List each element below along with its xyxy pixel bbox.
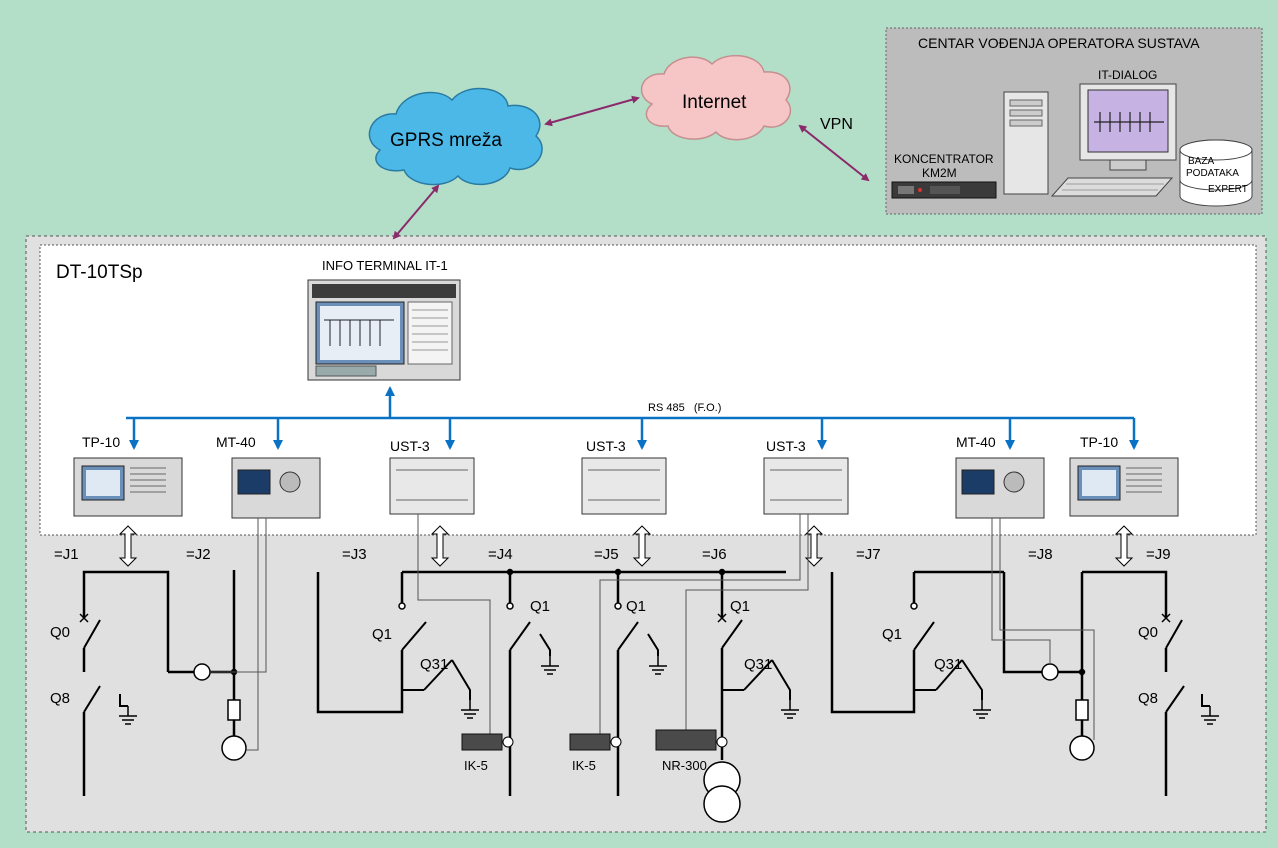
device-ust3-3	[763, 457, 849, 515]
signal-wires	[210, 514, 1095, 751]
it-dialog-label: IT-DIALOG	[1098, 68, 1158, 82]
device-label: TP-10	[82, 434, 121, 450]
device-ust3-1	[389, 457, 475, 515]
switch-label-q0: Q0	[50, 624, 71, 641]
bay-label: =J7	[856, 546, 881, 563]
db-label-2: PODATAKA	[1186, 168, 1239, 179]
switch-label-q1: Q1	[730, 598, 751, 615]
bay-label: =J8	[1028, 546, 1053, 563]
info-terminal-device	[307, 279, 461, 381]
bay-label: =J2	[186, 546, 211, 563]
device-label: MT-40	[216, 434, 256, 450]
internet-cloud-icon	[640, 54, 792, 141]
meter-label: NR-300	[662, 758, 707, 773]
switch-label-q0: Q0	[1138, 624, 1159, 641]
db-label-3: EXPERT	[1208, 184, 1248, 195]
bus-label-sub: (F.O.)	[693, 402, 722, 414]
station-name: DT-10TSp	[56, 262, 143, 283]
concentrator-label-1: KONCENTRATOR	[894, 152, 994, 166]
bay-label: =J6	[702, 546, 727, 563]
link-internet-vpn	[798, 124, 870, 182]
device-label: UST-3	[390, 438, 430, 454]
device-mt40-1	[231, 457, 321, 519]
cc-title: CENTAR VOĐENJA OPERATORA SUSTAVA	[918, 35, 1200, 51]
gprs-cloud-icon	[368, 87, 543, 186]
db-label-1: BAZA	[1188, 156, 1215, 167]
internet-label: Internet	[682, 92, 747, 113]
switch-label-q31: Q31	[420, 656, 449, 673]
switch-label-q1: Q1	[882, 626, 903, 643]
earth-switches	[118, 633, 1220, 725]
gprs-label: GPRS mreža	[390, 130, 502, 151]
meter-ik5-2	[569, 733, 622, 751]
device-label: UST-3	[586, 438, 626, 454]
bay-label: =J1	[54, 546, 79, 563]
device-tp10-2	[1069, 457, 1179, 517]
switch-label-q8: Q8	[1138, 690, 1159, 707]
link-gprs-internet	[544, 95, 640, 127]
single-line-diagram	[82, 570, 1185, 796]
device-ust3-2	[581, 457, 667, 515]
switch-label-q31: Q31	[744, 656, 773, 673]
control-center	[885, 27, 1263, 215]
concentrator-label-2: KM2M	[922, 166, 957, 180]
bay-label: =J4	[488, 546, 513, 563]
info-terminal-label: INFO TERMINAL IT-1	[322, 258, 448, 273]
measurement-transformers	[193, 663, 1095, 823]
meter-ik5-1	[461, 733, 514, 751]
device-label: MT-40	[956, 434, 996, 450]
pc-tower-icon	[1003, 91, 1049, 195]
switch-label-q31: Q31	[934, 656, 963, 673]
switch-contacts	[79, 568, 1171, 676]
vpn-label: VPN	[820, 116, 853, 133]
meter-label: IK-5	[572, 758, 596, 773]
bay-label: =J5	[594, 546, 619, 563]
keyboard-icon	[1050, 177, 1174, 197]
meter-nr300	[655, 729, 728, 751]
link-gprs-station	[392, 184, 440, 240]
device-tp10-1	[73, 457, 183, 517]
device-mt40-2	[955, 457, 1045, 519]
meter-label: IK-5	[464, 758, 488, 773]
device-label: TP-10	[1080, 434, 1119, 450]
bus-label-main: RS 485	[648, 402, 685, 414]
bay-label: =J3	[342, 546, 367, 563]
bay-label: =J9	[1146, 546, 1171, 563]
device-label: UST-3	[766, 438, 806, 454]
switch-label-q1: Q1	[626, 598, 647, 615]
switch-label-q8: Q8	[50, 690, 71, 707]
bus-drops	[129, 418, 1139, 450]
switch-label-q1: Q1	[530, 598, 551, 615]
switch-label-q1: Q1	[372, 626, 393, 643]
bus-label: RS 485 (F.O.)	[648, 402, 721, 414]
